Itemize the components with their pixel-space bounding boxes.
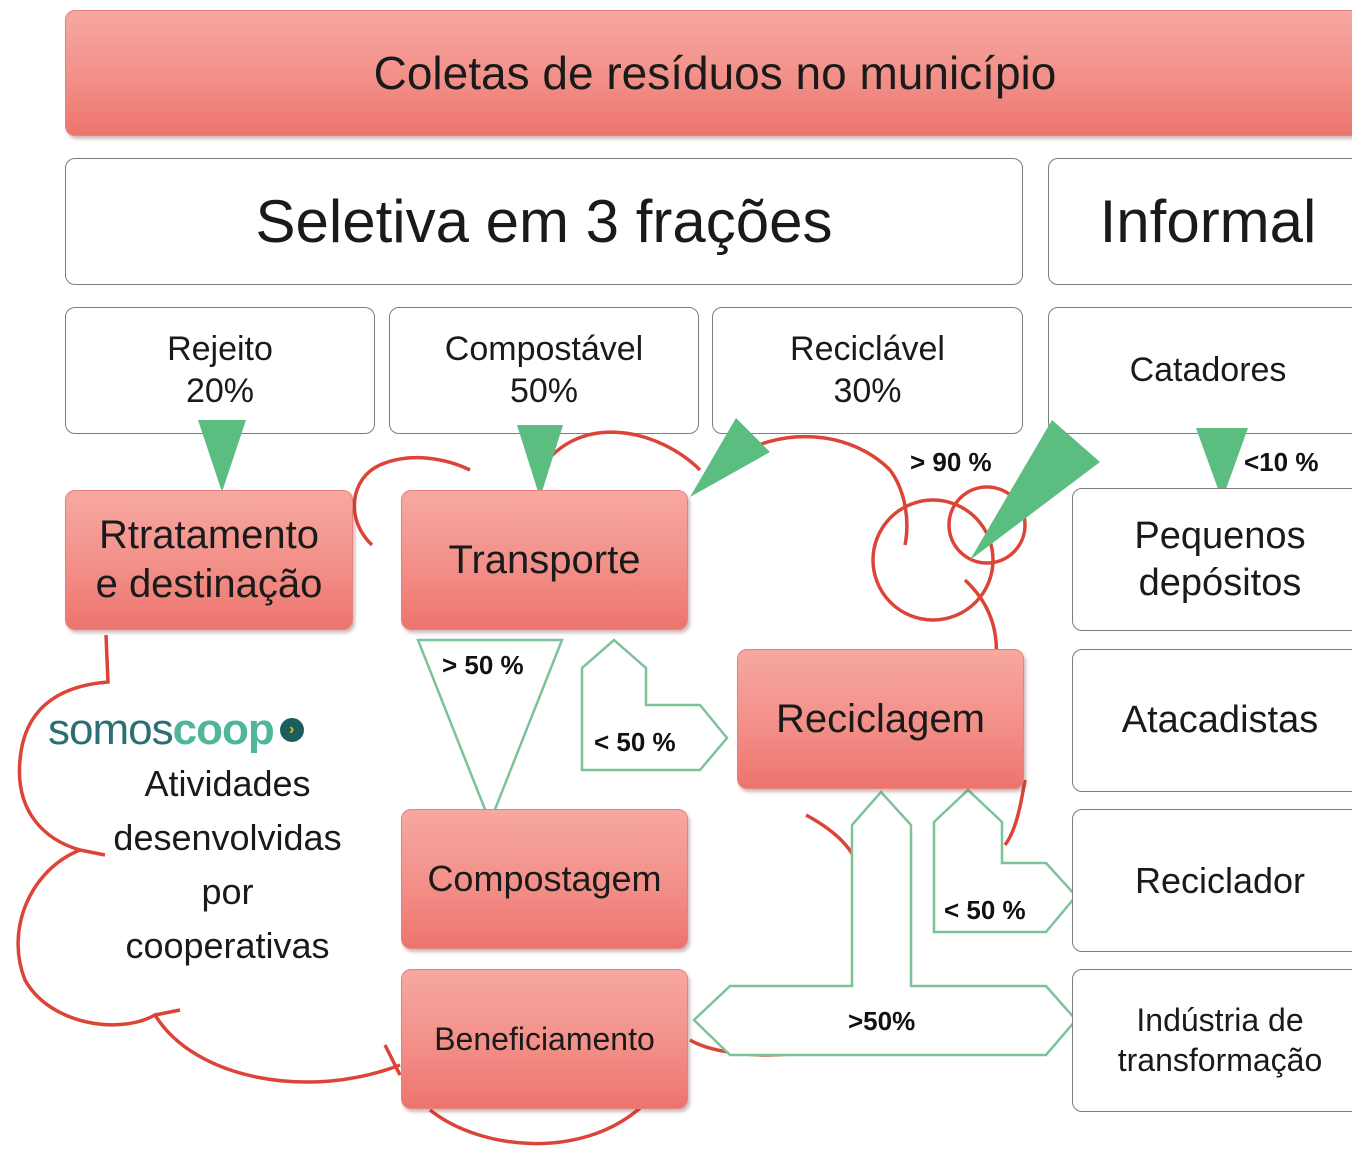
solid-arrows — [198, 418, 1248, 560]
fraction-compostavel: Compostável 50% — [389, 307, 699, 434]
logo-somos: somos — [48, 705, 174, 754]
composting-box: Compostagem — [401, 809, 688, 949]
recycling-box: Reciclagem — [737, 649, 1024, 789]
title-bar: Coletas de resíduos no município — [65, 10, 1352, 136]
cycle-arc — [428, 1106, 642, 1146]
fraction-rejeito: Rejeito 20% — [65, 307, 375, 434]
cooperative-cloud — [16, 634, 401, 1084]
fraction-percent: 50% — [509, 371, 579, 410]
industry-line-2: transformação — [1117, 1041, 1323, 1078]
cycle-arc — [728, 434, 909, 546]
processing-label: Beneficiamento — [434, 1020, 655, 1057]
cycle-arc — [1003, 779, 1027, 847]
small-deposits-line-1: Pequenos — [1134, 515, 1306, 558]
fraction-reciclavel: Reciclável 30% — [712, 307, 1023, 434]
fraction-percent: 30% — [833, 371, 902, 410]
treatment-box: Rtratamento e destinação — [65, 490, 353, 630]
cycle-arc — [352, 455, 471, 547]
caption-line: por — [201, 871, 254, 912]
treatment-line-2: e destinação — [95, 562, 323, 606]
selective-label: Seletiva em 3 frações — [255, 188, 833, 255]
fraction-name: Rejeito — [167, 330, 273, 369]
cycle-lines — [16, 430, 1027, 1146]
arrow-industry-gt50 — [692, 790, 1078, 1057]
catadores-label: Catadores — [1129, 351, 1287, 389]
page-title: Coletas de resíduos no município — [373, 47, 1057, 99]
cloud-tick — [79, 848, 106, 857]
label-lt50-recycler: < 50 % — [944, 895, 1026, 925]
fraction-percent: 20% — [185, 371, 255, 410]
small-deposits-line-2: depósitos — [1138, 561, 1302, 604]
small-deposits-box: Pequenos depósitos — [1072, 488, 1352, 631]
transport-box: Transporte — [401, 490, 688, 630]
caption-line: cooperativas — [125, 925, 330, 966]
arrow-compostavel-down — [517, 425, 563, 498]
arrow-recycler — [932, 788, 1078, 934]
arrow-rejeito-down — [198, 420, 246, 492]
label-gt50-compost: > 50 % — [442, 650, 524, 680]
label-gt50-industry: >50% — [848, 1006, 916, 1036]
logo-text: somoscoop — [48, 705, 275, 755]
recycling-label: Reciclagem — [776, 696, 985, 741]
somoscoop-logo: somoscoop › — [48, 700, 304, 760]
arrow-catadores-down — [1196, 428, 1248, 500]
fraction-name: Reciclável — [790, 330, 945, 369]
treatment-line-1: Rtratamento — [98, 513, 320, 558]
cycle-loop — [947, 485, 1027, 565]
logo-arrow-icon: › — [279, 718, 304, 742]
label-gt90: > 90 % — [910, 447, 992, 477]
cycle-loop — [871, 498, 995, 622]
informal-catadores: Catadores — [1048, 307, 1352, 434]
logo-coop: coop — [172, 705, 275, 754]
wholesalers-box: Atacadistas — [1072, 649, 1352, 792]
fraction-name: Compostável — [444, 330, 644, 369]
industry-box: Indústria de transformação — [1072, 969, 1352, 1112]
outline-arrows — [416, 638, 1078, 1057]
transport-label: Transporte — [448, 537, 641, 582]
arrow-gt90 — [970, 420, 1100, 560]
recycler-label: Reciclador — [1134, 859, 1306, 901]
caption-line: Atividades — [144, 763, 311, 804]
cooperatives-caption: Atividades desenvolvidas por cooperativa… — [60, 757, 395, 973]
selective-header: Seletiva em 3 frações — [65, 158, 1023, 285]
processing-box: Beneficiamento — [401, 969, 688, 1109]
wholesalers-label: Atacadistas — [1121, 699, 1319, 741]
industry-line-1: Indústria de — [1136, 1002, 1304, 1039]
cloud-tick — [383, 1044, 402, 1076]
label-lt10: <10 % — [1244, 447, 1319, 477]
label-lt50-recycling: < 50 % — [594, 727, 676, 757]
recycler-box: Reciclador — [1072, 809, 1352, 952]
informal-label: Informal — [1099, 188, 1317, 255]
cloud-tick — [154, 1008, 181, 1017]
caption-line: desenvolvidas — [113, 817, 342, 858]
composting-label: Compostagem — [427, 858, 662, 899]
arrow-transport-recycling — [580, 638, 729, 772]
arrow-compost-down — [416, 638, 564, 826]
informal-header: Informal — [1048, 158, 1352, 285]
cycle-arc — [538, 430, 702, 472]
arrow-reciclavel-in — [690, 418, 770, 497]
